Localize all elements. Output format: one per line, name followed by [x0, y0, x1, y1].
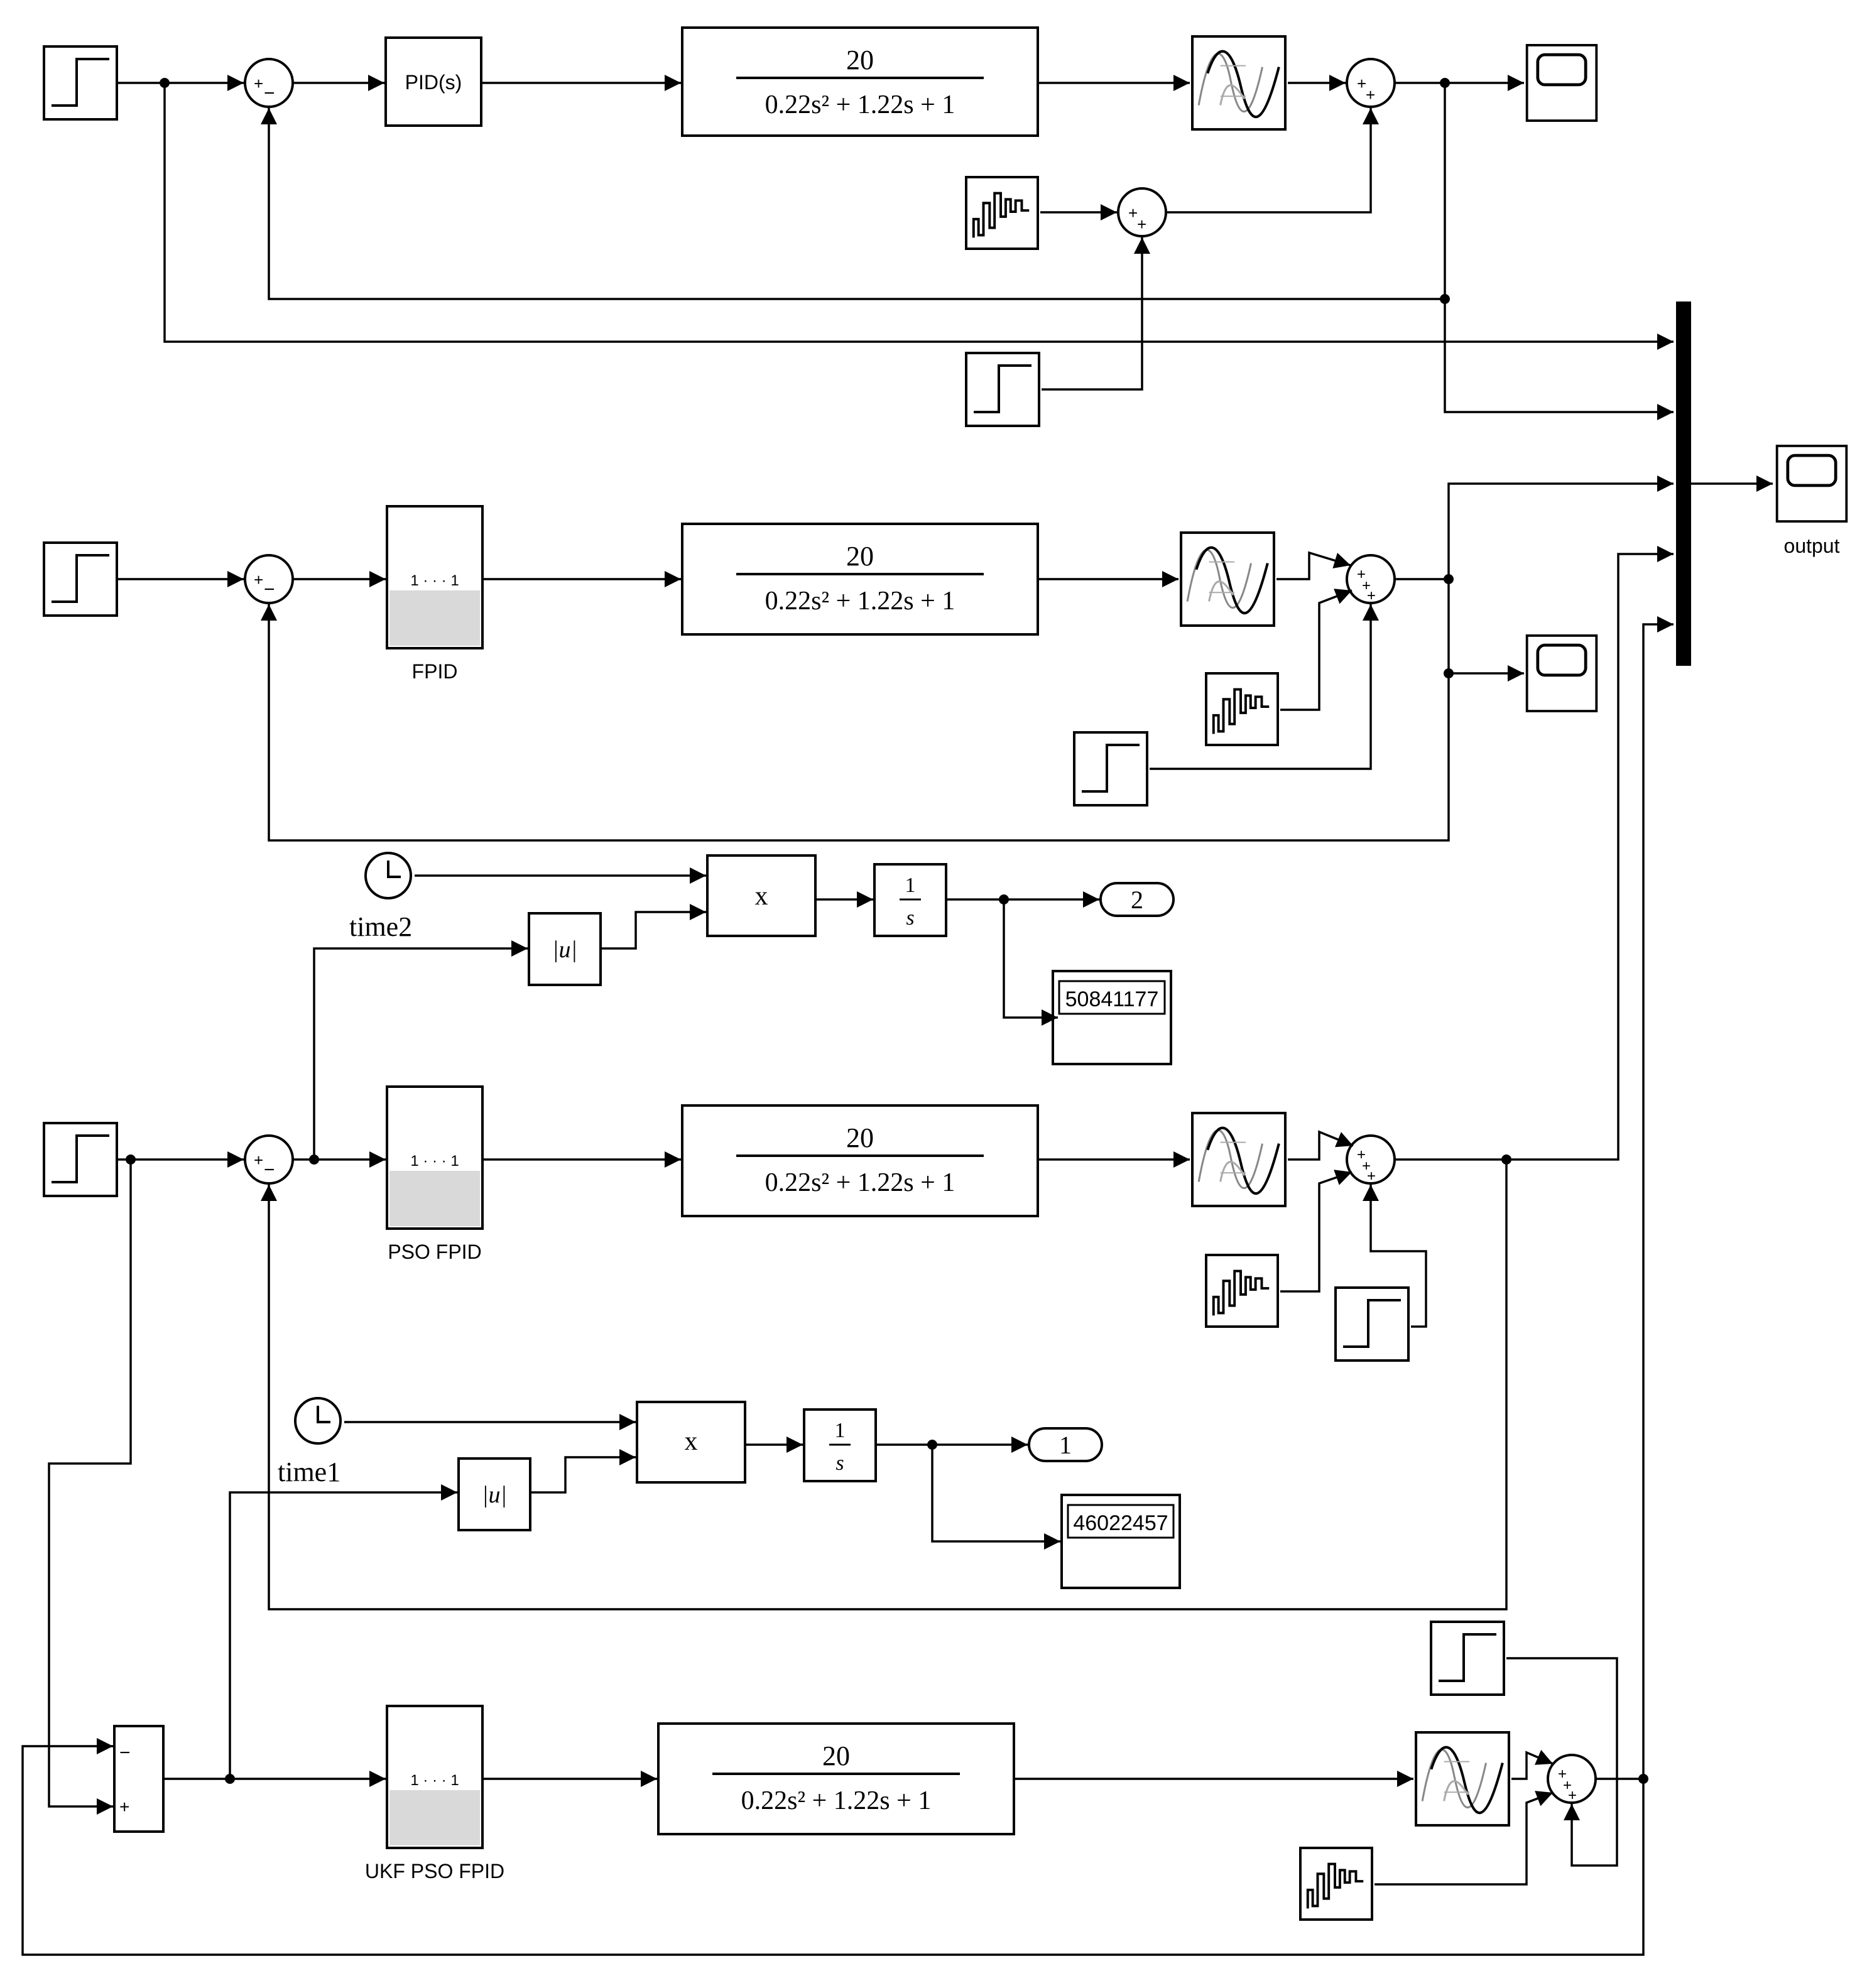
tf-denominator: 0.22s² + 1.22s + 1 [741, 1786, 932, 1815]
random-noise-block-2[interactable] [1205, 672, 1279, 746]
clock-time1-label: time1 [278, 1457, 340, 1487]
integrator-num: 1 [905, 874, 916, 897]
sum-block-2b[interactable] [1346, 554, 1396, 604]
clock-time2-icon[interactable] [364, 852, 412, 899]
sum-block-2[interactable] [244, 554, 294, 604]
tf-numerator: 20 [846, 541, 874, 572]
clock-time2-label: time2 [349, 911, 412, 942]
random-noise-block-1[interactable] [965, 176, 1039, 250]
random-noise-block-4[interactable] [1299, 1847, 1373, 1921]
outport-2[interactable] [1099, 882, 1175, 917]
sum-sign: + [1568, 1787, 1577, 1804]
abs-block-2[interactable] [528, 912, 602, 986]
product-symbol: x [755, 882, 768, 911]
sum-sign: + [1367, 587, 1376, 604]
outport-1-label: 1 [1059, 1431, 1072, 1459]
sum-sign: + [1367, 1168, 1376, 1185]
product-block-2[interactable] [706, 854, 817, 937]
step-disturbance-3[interactable] [1334, 1286, 1410, 1362]
integrator-den: s [906, 906, 914, 930]
sum-sign: + [254, 74, 263, 93]
output-scope-block[interactable] [1777, 446, 1847, 521]
abs-symbol: |u| [552, 937, 577, 963]
transport-delay-block-1[interactable] [1192, 36, 1285, 129]
plant-transfer-function-1[interactable] [681, 26, 1039, 137]
transport-delay-block-3[interactable] [1192, 1113, 1285, 1206]
ukf-pso-fpid-label: UKF PSO FPID [365, 1860, 504, 1882]
step-disturbance-2[interactable] [1073, 731, 1148, 807]
random-noise-block-3[interactable] [1205, 1254, 1279, 1328]
tf-numerator: 20 [846, 45, 874, 75]
sum-block-noise-1[interactable] [1117, 187, 1167, 237]
abs-block-1[interactable] [457, 1457, 531, 1531]
plant-transfer-function-2[interactable] [681, 523, 1039, 636]
integrator-den: s [836, 1452, 844, 1475]
svg-text:1 · · · 1: 1 · · · 1 [410, 1772, 459, 1789]
transport-delay-block-2[interactable] [1181, 533, 1274, 626]
mux-block[interactable] [1676, 301, 1691, 666]
sum-sign: − [119, 1742, 131, 1763]
scope-block-2[interactable] [1527, 636, 1597, 711]
step-block-2[interactable] [43, 541, 118, 617]
svg-text:1 · · · 1: 1 · · · 1 [410, 572, 459, 589]
clock-time1-icon[interactable] [294, 1397, 342, 1445]
outport-2-label: 2 [1131, 886, 1143, 914]
sum-sign: + [1558, 1766, 1567, 1783]
step-disturbance-1[interactable] [965, 352, 1040, 427]
sum-block-4b[interactable] [1547, 1754, 1597, 1804]
sum-sign: + [1357, 566, 1366, 583]
sum-sign: + [1563, 1777, 1572, 1794]
sum-sign: + [1357, 74, 1366, 93]
product-symbol: x [685, 1427, 698, 1456]
output-scope-label: output [1784, 535, 1840, 557]
sum-sign: + [1128, 204, 1138, 222]
tf-numerator: 20 [846, 1122, 874, 1153]
pso-fpid-label: PSO FPID [388, 1241, 481, 1263]
tf-denominator: 0.22s² + 1.22s + 1 [765, 90, 955, 119]
sum-sign: + [1362, 577, 1371, 594]
product-block-1[interactable] [636, 1401, 746, 1484]
outport-1[interactable] [1028, 1427, 1103, 1462]
tf-denominator: 0.22s² + 1.22s + 1 [765, 587, 955, 616]
plant-transfer-function-3[interactable] [681, 1104, 1039, 1217]
sum-sign: + [119, 1797, 129, 1817]
tf-numerator: 20 [822, 1741, 850, 1771]
integrator-num: 1 [835, 1419, 846, 1442]
sum-sign: − [264, 83, 275, 104]
tf-denominator: 0.22s² + 1.22s + 1 [765, 1168, 955, 1197]
display-value-1: 46022457 [1073, 1511, 1168, 1535]
sum-sign: − [264, 1160, 275, 1180]
sum-block-3b[interactable] [1346, 1134, 1396, 1185]
pid-controller-block[interactable] [384, 36, 482, 127]
sum-sign: + [1137, 215, 1146, 234]
scope-block-1[interactable] [1527, 45, 1597, 121]
step-disturbance-4[interactable] [1430, 1621, 1505, 1696]
sum-sign: + [254, 1151, 263, 1170]
sum-block-3[interactable] [244, 1134, 294, 1185]
svg-text:1 · · · 1: 1 · · · 1 [410, 1153, 459, 1170]
step-block-1[interactable] [43, 45, 118, 121]
display-value-2: 50841177 [1065, 987, 1159, 1011]
sum-block-4[interactable] [113, 1725, 165, 1833]
sum-sign: + [1357, 1146, 1366, 1163]
sum-sign: + [1362, 1158, 1371, 1175]
transport-delay-block-4[interactable] [1416, 1732, 1509, 1825]
abs-symbol: |u| [482, 1482, 507, 1508]
fpid-label: FPID [412, 660, 458, 683]
sum-sign: + [254, 570, 263, 589]
sum-sign: − [264, 579, 275, 600]
pid-label: PID(s) [405, 71, 462, 94]
step-block-3[interactable] [43, 1122, 118, 1197]
plant-transfer-function-4[interactable] [657, 1722, 1015, 1835]
sum-sign: + [1366, 85, 1375, 104]
sum-block-1b[interactable] [1346, 58, 1396, 108]
sum-block-1[interactable] [244, 58, 294, 108]
